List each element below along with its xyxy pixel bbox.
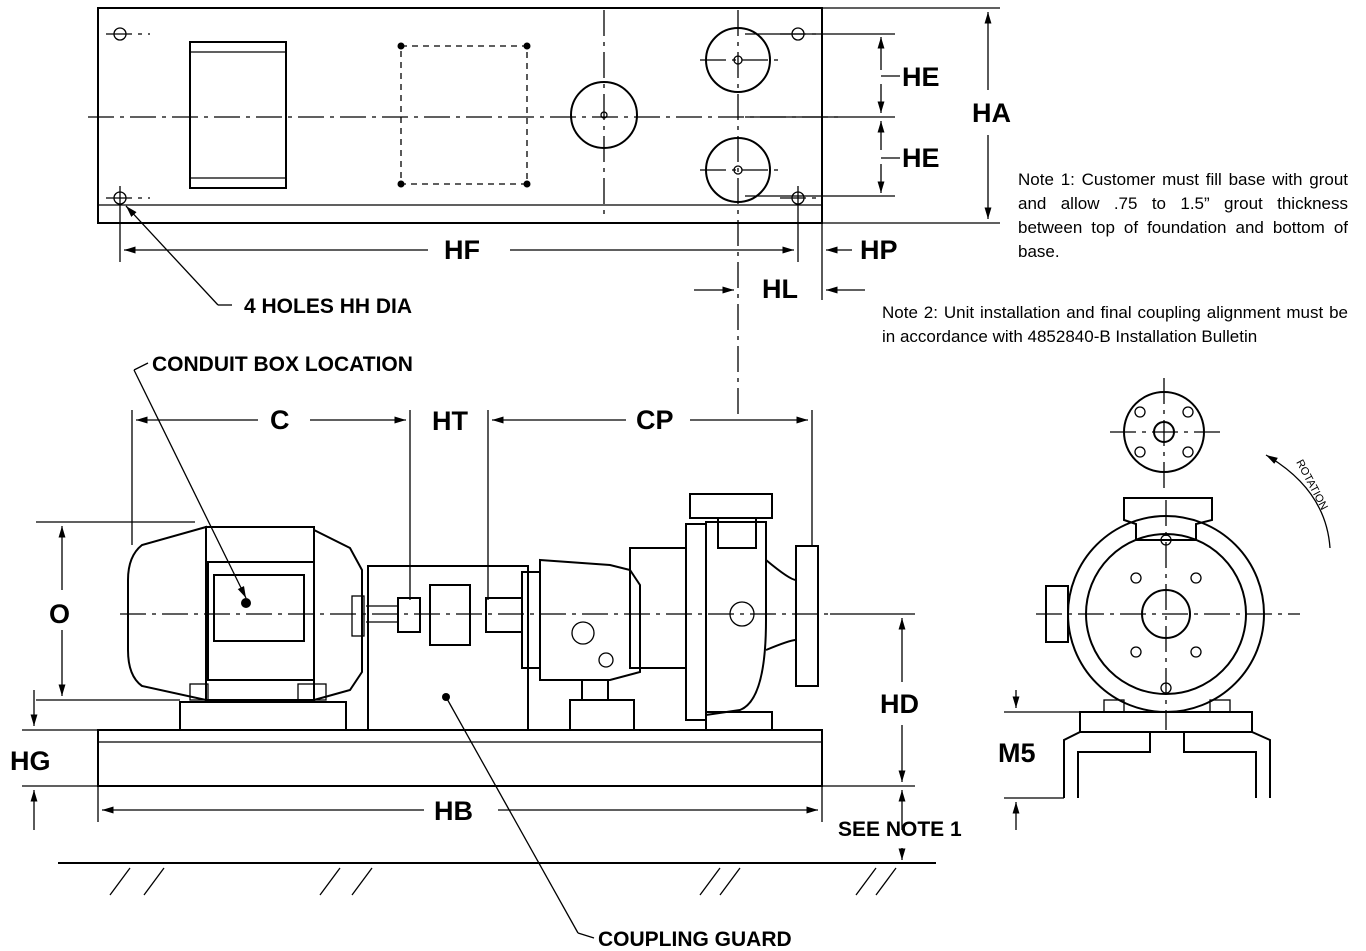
base-plate-plan	[97, 7, 823, 224]
ground-hatch-icons	[109, 867, 897, 896]
pump-casing	[685, 493, 819, 731]
coupling	[366, 584, 523, 646]
coupling-guard-callout: COUPLING GUARD	[442, 693, 792, 951]
label-hg: HG	[10, 746, 51, 776]
note-1: Note 1: Customer must fill base with gro…	[1018, 170, 1348, 261]
dimension-c-ht-cp: C HT CP	[131, 405, 813, 600]
dimension-o: O	[36, 521, 195, 701]
label-hb: HB	[434, 796, 473, 826]
end-view: ROTATION	[1036, 378, 1331, 798]
dimension-hg: HG	[10, 690, 98, 830]
label-m5: M5	[998, 738, 1036, 768]
note-2: Note 2: Unit installation and final coup…	[882, 303, 1348, 346]
label-ht: HT	[432, 406, 468, 436]
elevation-view	[58, 493, 936, 896]
label-he-top: HE	[902, 62, 940, 92]
base-plate	[97, 729, 823, 787]
label-rotation: ROTATION	[1293, 458, 1330, 512]
holes-callout: 4 HOLES HH DIA	[125, 205, 412, 318]
label-holes: 4 HOLES HH DIA	[244, 295, 412, 318]
dimension-hp: HP	[826, 235, 898, 265]
label-hd: HD	[880, 689, 919, 719]
label-coupling-guard: COUPLING GUARD	[598, 928, 792, 951]
label-see-note: SEE NOTE 1	[838, 818, 962, 841]
dimension-he: HE HE	[745, 33, 940, 197]
motor-riser	[179, 701, 347, 731]
label-ha: HA	[972, 98, 1011, 128]
dimension-hl: HL	[694, 274, 865, 304]
dimension-ha: HA	[822, 7, 1011, 224]
pedestal-footprint	[400, 45, 528, 185]
label-o: O	[49, 599, 70, 629]
motor-footprint	[189, 41, 287, 189]
mounting-hole-icons	[106, 27, 822, 262]
label-hl: HL	[762, 274, 798, 304]
label-conduit: CONDUIT BOX LOCATION	[152, 353, 413, 376]
conduit-callout: CONDUIT BOX LOCATION	[133, 353, 413, 599]
dimension-m5: M5	[998, 690, 1080, 830]
coupling-guard-shape	[367, 565, 529, 731]
label-he-bottom: HE	[902, 143, 940, 173]
plan-view	[88, 7, 840, 420]
dimension-hb: HB	[97, 786, 823, 826]
label-cp: CP	[636, 405, 674, 435]
dimension-hd: HD SEE NOTE 1	[822, 613, 962, 860]
rotation-arrow-icon	[1265, 454, 1331, 549]
bearing-frame	[521, 547, 687, 731]
label-c: C	[270, 405, 290, 435]
label-hf: HF	[444, 235, 480, 265]
dimension-hf: HF	[123, 235, 794, 265]
flange-detail	[1110, 378, 1220, 488]
label-hp: HP	[860, 235, 898, 265]
